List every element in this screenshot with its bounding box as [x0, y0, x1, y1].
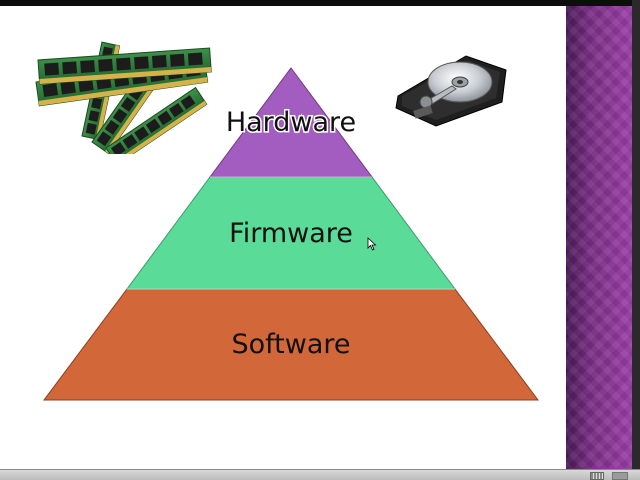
tier-label-middle: Firmware	[229, 218, 353, 249]
tier-label-bottom: Software	[231, 329, 350, 360]
mouse-cursor-icon	[367, 237, 377, 251]
ram-modules-image	[35, 41, 212, 154]
ram-stick	[37, 47, 212, 85]
window-top-edge	[0, 0, 640, 6]
keyboard-icon[interactable]	[590, 472, 604, 480]
scroll-handle[interactable]	[612, 472, 628, 480]
tier-label-top: Hardware	[226, 107, 356, 138]
slide-side-decoration	[566, 6, 632, 469]
window-right-edge	[632, 0, 640, 480]
ram-stick	[105, 86, 208, 154]
hard-drive-image	[395, 55, 507, 127]
status-bar	[0, 469, 640, 480]
